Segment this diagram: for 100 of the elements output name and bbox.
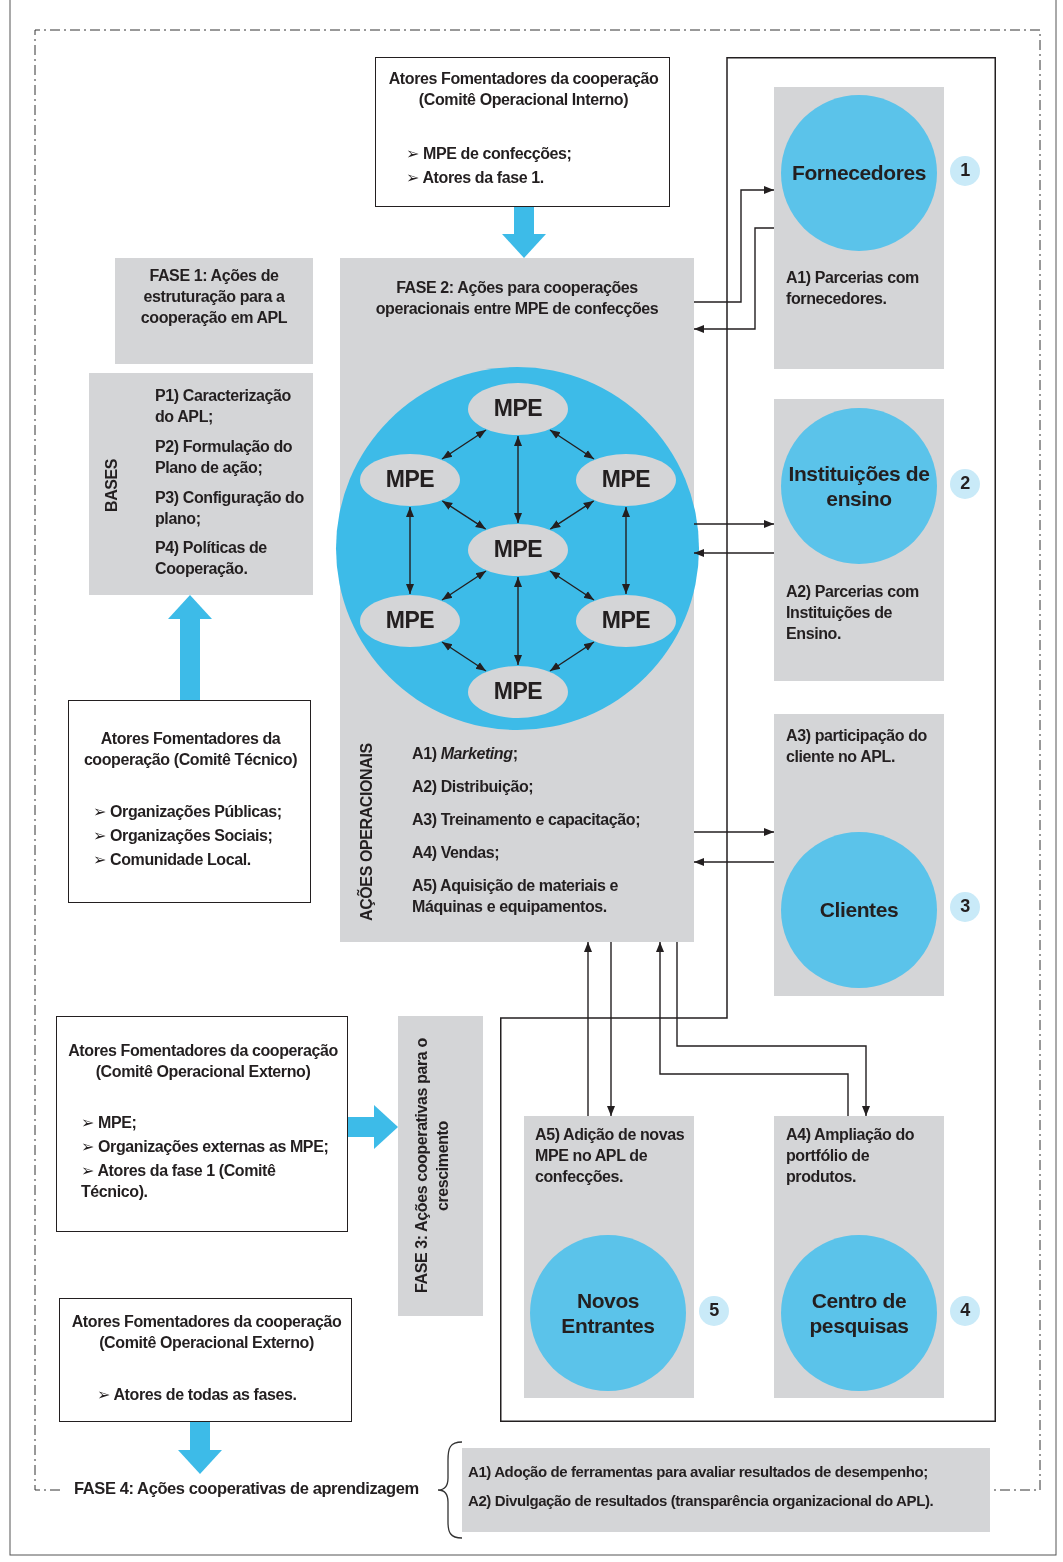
bullet-item: ➢ Atores da fase 1.	[406, 168, 545, 188]
arrow	[693, 186, 775, 303]
bullet-item: ➢ Atores de todas as fases.	[97, 1385, 298, 1405]
bullet-item: ➢ Organizações externas as MPE;	[81, 1137, 330, 1157]
box-heading: Atores Fomentadores da cooperação (Comitê Operacional Externo)	[67, 1041, 339, 1082]
node-label: Instituições de ensino	[787, 460, 931, 512]
node-label: MPE	[493, 395, 543, 423]
box-heading: FASE 2: Ações para cooperações operacionais entre MPE de confecções	[374, 278, 660, 319]
phase-panel	[89, 373, 313, 595]
mpe-ellipse	[360, 454, 460, 506]
node-label: 3	[960, 896, 970, 918]
node-label: MPE	[493, 536, 543, 564]
number-badge	[950, 469, 980, 499]
number-badge	[950, 156, 980, 186]
bullet-item: ➢ Organizações Públicas;	[93, 802, 283, 822]
bullet-item: ➢ MPE;	[81, 1113, 138, 1133]
double-arrow	[441, 570, 487, 601]
mpe-ellipse	[576, 454, 676, 506]
phase-label: FASE 4: Ações cooperativas de aprendizagem	[74, 1478, 419, 1499]
node-label: Fornecedores	[791, 160, 927, 186]
panel-text: FASE 1: Ações de estruturação para a cooperação em APL	[139, 266, 289, 328]
number-badge	[950, 892, 980, 922]
double-arrow	[514, 576, 522, 666]
arrow	[584, 941, 592, 1117]
double-arrow	[406, 506, 414, 595]
list-item: A3) Treinamento e capacitação;	[412, 810, 642, 830]
block-arrow	[178, 1422, 222, 1474]
bullet-item: ➢ Atores da fase 1 (Comitê Técnico).	[81, 1161, 277, 1202]
arrow	[607, 941, 615, 1117]
vertical-heading: FASE 3: Ações cooperativas para o crescimento	[412, 1037, 452, 1296]
double-arrow	[622, 506, 630, 595]
panel-text: A3) participação do cliente no APL.	[786, 726, 928, 767]
node-label: Novos Entrantes	[560, 1287, 656, 1339]
mpe-ellipse	[576, 595, 676, 647]
number-badge	[699, 1296, 729, 1326]
bullet-item: ➢ Comunidade Local.	[93, 850, 252, 870]
node-label: MPE	[601, 607, 651, 635]
double-arrow	[549, 429, 595, 460]
panel-text: A2) Parcerias com Instituições de Ensino.	[786, 582, 920, 644]
actors-box	[375, 57, 670, 207]
vertical-heading: BASES	[102, 457, 121, 514]
node-label: Centro de pesquisas	[808, 1287, 910, 1339]
actor-panel	[774, 399, 944, 681]
double-arrow	[441, 641, 487, 672]
panel-text: A5) Adição de novas MPE no APL de confecções.	[535, 1125, 686, 1187]
list-item: P1) Caracterização do APL;	[155, 386, 292, 427]
list-item: A1) Marketing;	[412, 744, 519, 764]
block-arrow	[168, 595, 212, 700]
list-item: A2) Distribuição;	[412, 777, 535, 797]
node-label: 5	[709, 1300, 719, 1322]
block-arrow	[348, 1105, 398, 1149]
arrow	[693, 520, 775, 528]
node-label: 4	[960, 1300, 970, 1322]
block-arrow	[502, 207, 546, 258]
node-label: Clientes	[819, 897, 899, 923]
node-label: MPE	[385, 466, 435, 494]
node-label: 1	[960, 160, 970, 182]
list-item: A1) Adoção de ferramentas para avaliar resultados de desempenho;	[468, 1462, 929, 1482]
list-item: A4) Vendas;	[412, 843, 501, 863]
actor-panel	[774, 714, 944, 996]
actors-box	[56, 1016, 348, 1232]
node-label: MPE	[385, 607, 435, 635]
vertical-heading: AÇÕES OPERACIONAIS	[357, 742, 376, 924]
node-label: MPE	[601, 466, 651, 494]
box-heading: Atores Fomentadores da cooperação (Comitê Operacional Externo)	[70, 1312, 343, 1353]
arrow	[693, 828, 775, 836]
arrow	[693, 227, 775, 333]
list-item: A5) Aquisição de materiais e Máquinas e equipamentos.	[412, 876, 620, 917]
double-arrow	[549, 500, 595, 530]
list-item: P3) Configuração do plano;	[155, 488, 305, 529]
double-arrow	[549, 570, 595, 601]
double-arrow	[441, 500, 487, 530]
panel-text: A4) Ampliação do portfólio de produtos.	[786, 1125, 916, 1187]
arrow	[693, 549, 775, 557]
double-arrow	[441, 429, 487, 460]
arrow	[656, 941, 849, 1117]
list-item: A2) Divulgação de resultados (transparência organizacional do APL).	[468, 1491, 935, 1511]
arrow	[676, 941, 870, 1117]
node-label: 2	[960, 473, 970, 495]
actor-panel	[524, 1116, 694, 1398]
list-item: P4) Políticas de Cooperação.	[155, 538, 268, 579]
phase-panel	[398, 1016, 483, 1316]
bullet-item: ➢ MPE de confecções;	[406, 144, 573, 164]
double-arrow	[549, 641, 595, 672]
phase-panel	[462, 1448, 990, 1532]
list-item: P2) Formulação do Plano de ação;	[155, 437, 294, 478]
phase-panel	[115, 258, 313, 364]
mpe-ellipse	[360, 595, 460, 647]
box-heading: Atores Fomentadores da cooperação (Comitê Operacional Interno)	[387, 69, 660, 110]
panel-text: A1) Parcerias com fornecedores.	[786, 268, 920, 309]
double-arrow	[514, 435, 522, 524]
actor-panel	[774, 1116, 944, 1398]
number-badge	[950, 1296, 980, 1326]
box-heading: Atores Fomentadores da cooperação (Comitê Técnico)	[82, 729, 299, 770]
actor-panel	[774, 87, 944, 369]
arrow	[693, 858, 775, 866]
node-label: MPE	[493, 678, 543, 706]
actors-box	[59, 1298, 352, 1422]
bullet-item: ➢ Organizações Sociais;	[93, 826, 274, 846]
actors-box	[68, 700, 311, 903]
